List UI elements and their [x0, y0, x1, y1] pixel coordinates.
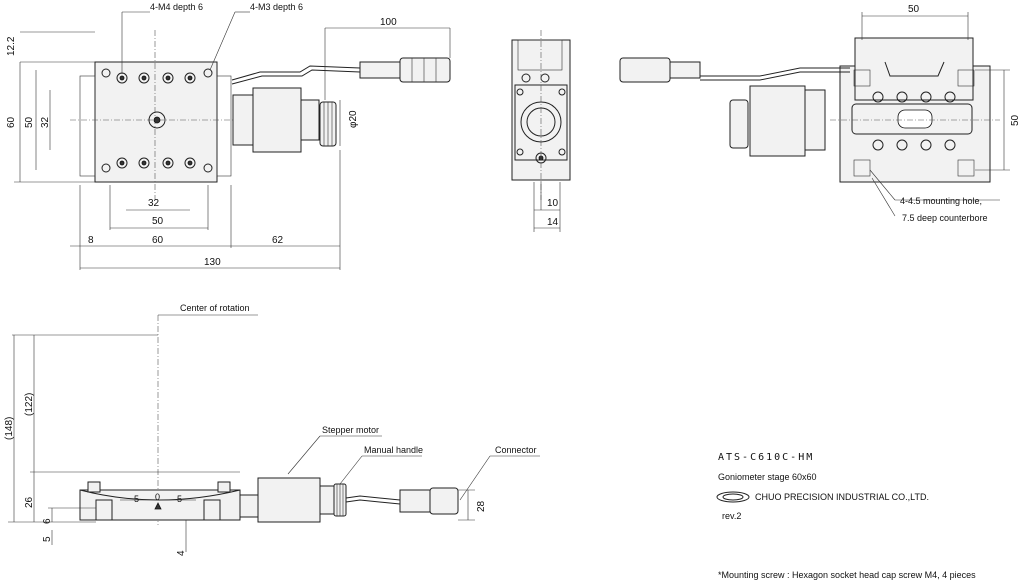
top-cable — [231, 65, 361, 81]
dim-4: 4 — [176, 550, 187, 556]
mounting-note: *Mounting screw : Hexagon socket head ca… — [718, 570, 976, 580]
dim-50-top: 50 — [908, 4, 920, 15]
back-cable — [700, 67, 850, 77]
back-mount-hole-2 — [957, 159, 975, 177]
dim-12-2: 12.2 — [6, 36, 17, 56]
back-top-block — [854, 37, 974, 101]
front-cable — [345, 495, 401, 501]
side-connector-block — [517, 39, 563, 71]
center-hole — [148, 111, 166, 129]
scale-right-5: 5 — [177, 494, 182, 504]
callout-mount-hole-1: 4-4.5 mounting hole, — [900, 196, 982, 206]
center-hole-core — [153, 116, 161, 124]
dim-10: 10 — [547, 198, 559, 209]
front-stepper-motor — [257, 477, 321, 523]
back-manual-handle — [729, 99, 749, 149]
front-motor-flange — [239, 494, 259, 518]
back-view: 50 50 4-4.5 mounting hole, 7.5 deep coun… — [619, 4, 1021, 223]
dim-50-right: 50 — [1010, 114, 1021, 126]
top-connector-body — [359, 61, 401, 79]
company-name: CHUO PRECISION INDUSTRIAL CO.,LTD. — [755, 492, 929, 502]
top-connector — [399, 57, 451, 83]
dim-50-vertical: 50 — [24, 116, 35, 128]
company-logo — [716, 491, 750, 503]
top-holes-row-2 — [101, 157, 213, 173]
dim-6: 6 — [42, 518, 53, 524]
back-stepper-motor — [749, 85, 806, 157]
top-motor-rear — [300, 99, 320, 141]
dim-32-vertical: 32 — [40, 116, 51, 128]
callout-connector: Connector — [495, 445, 537, 455]
scale-left-5: 5 — [134, 494, 139, 504]
dim-62: 62 — [272, 235, 284, 246]
dim-60-horizontal: 60 — [152, 235, 164, 246]
callout-m3: 4-M3 depth 6 — [250, 2, 303, 12]
title-block: ATS-C610C-HM Goniometer stage 60x60 CHUO… — [716, 452, 976, 580]
dim-122: (122) — [24, 393, 35, 416]
dim-100: 100 — [380, 17, 397, 28]
product-description: Goniometer stage 60x60 — [718, 472, 817, 482]
dim-148: (148) — [4, 417, 15, 440]
stage-left-flange — [79, 75, 96, 177]
back-connector — [619, 57, 671, 83]
callout-mount-hole-2: 7.5 deep counterbore — [902, 213, 988, 223]
dim-14: 14 — [547, 217, 559, 228]
revision: rev.2 — [722, 511, 741, 521]
back-cable-loop — [884, 61, 945, 77]
front-connector — [429, 487, 459, 515]
callout-stepper-motor: Stepper motor — [322, 425, 379, 435]
dim-28: 28 — [476, 500, 487, 512]
dim-130: 130 — [204, 257, 221, 268]
callout-manual-handle: Manual handle — [364, 445, 423, 455]
dim-50-horizontal: 50 — [152, 216, 164, 227]
back-mount-hole-1 — [853, 159, 871, 177]
scale-pointer — [154, 502, 162, 510]
dim-phi20: φ20 — [348, 110, 359, 128]
scale-zero: 0 — [155, 492, 160, 502]
back-slot-inner — [897, 109, 933, 129]
top-holes-row-1 — [101, 68, 213, 84]
callout-center-of-rotation: Center of rotation — [180, 303, 250, 313]
top-stepper-motor — [252, 87, 302, 153]
stage-right-flange — [216, 75, 232, 177]
dim-26: 26 — [24, 496, 35, 508]
dim-32-horizontal: 32 — [148, 198, 160, 209]
side-view: 10 14 — [511, 30, 571, 232]
dim-60-vertical: 60 — [6, 116, 17, 128]
callout-m4: 4-M4 depth 6 — [150, 2, 203, 12]
top-motor-flange — [232, 94, 254, 146]
dim-8: 8 — [88, 235, 94, 246]
dim-5: 5 — [42, 536, 53, 542]
front-view: 5 0 5 Center of rotation Stepper motor M… — [4, 303, 540, 556]
model-number: ATS-C610C-HM — [718, 452, 814, 463]
top-view: 4-M4 depth 6 4-M3 depth 6 12.2 60 50 32 … — [6, 2, 451, 270]
